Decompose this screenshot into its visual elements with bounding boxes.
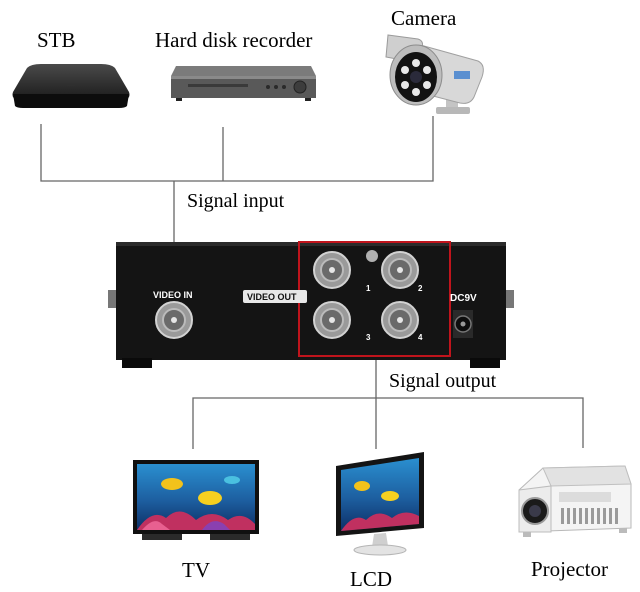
camera-label: Camera bbox=[391, 6, 457, 30]
projector-label: Projector bbox=[531, 557, 608, 581]
bnc-connector-icon bbox=[313, 301, 351, 339]
video-in-label: VIDEO IN bbox=[153, 290, 193, 300]
video-splitter-device: VIDEO IN VIDEO OUT DC9V 1 2 3 4 bbox=[108, 240, 514, 372]
lcd-label: LCD bbox=[350, 567, 392, 591]
tv-icon bbox=[133, 460, 259, 540]
stb-box-icon bbox=[12, 64, 130, 108]
lcd-monitor-icon bbox=[336, 452, 424, 556]
video-out-label: VIDEO OUT bbox=[247, 292, 297, 302]
stb-label: STB bbox=[37, 28, 76, 52]
port-number-4: 4 bbox=[418, 333, 423, 342]
signal-output-label: Signal output bbox=[389, 370, 497, 392]
cctv-camera-icon bbox=[385, 34, 484, 114]
projector-icon bbox=[518, 465, 632, 537]
power-label: DC9V bbox=[450, 293, 477, 304]
port-number-1: 1 bbox=[366, 284, 371, 293]
dvr-recorder-icon bbox=[171, 66, 316, 101]
port-number-3: 3 bbox=[366, 333, 371, 342]
bnc-connector-icon bbox=[381, 251, 419, 289]
bnc-connector-icon bbox=[381, 301, 419, 339]
tv-label: TV bbox=[182, 558, 210, 582]
port-number-2: 2 bbox=[418, 284, 423, 293]
bnc-connector-icon bbox=[155, 301, 193, 339]
bnc-connector-icon bbox=[313, 251, 351, 289]
hard-disk-recorder-label: Hard disk recorder bbox=[155, 28, 313, 52]
signal-input-label: Signal input bbox=[187, 190, 285, 212]
